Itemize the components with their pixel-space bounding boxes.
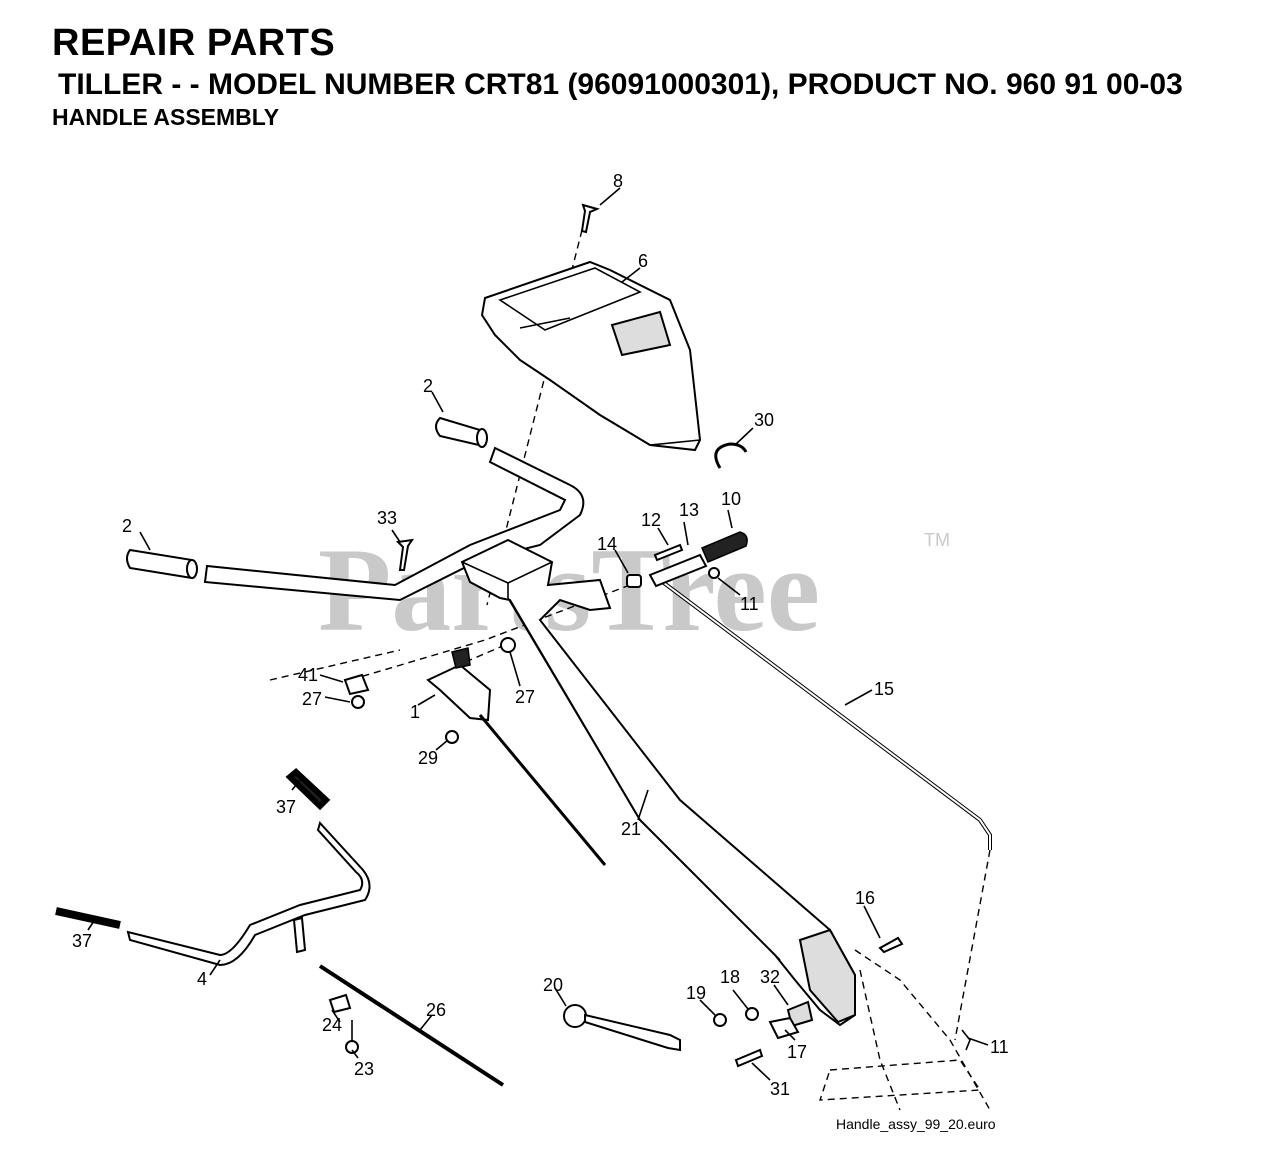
- callout-37-lower: 37: [72, 931, 92, 951]
- callout-24: 24: [322, 1015, 342, 1035]
- callout-11-lower: 11: [990, 1037, 1009, 1057]
- callout-18: 18: [720, 967, 740, 987]
- part-10-knob: [701, 531, 748, 563]
- part-2-handle-grip-upper: [435, 416, 488, 448]
- part-4-bail: [126, 821, 371, 967]
- callout-2-upper: 2: [423, 376, 433, 396]
- callout-26: 26: [426, 1000, 446, 1020]
- callout-16: 16: [855, 888, 875, 908]
- part-1-control-rod: [478, 714, 607, 866]
- part-20-lever: [563, 1004, 681, 1052]
- part-12-screw: [653, 543, 684, 562]
- callout-12: 12: [641, 510, 661, 530]
- part-16-bolt: [878, 936, 904, 954]
- callout-6: 6: [638, 251, 648, 271]
- callout-17: 17: [787, 1042, 807, 1062]
- callout-1: 1: [410, 702, 420, 722]
- part-1-bracket: [426, 647, 492, 722]
- part-30-clip: [714, 442, 748, 469]
- callout-13: 13: [679, 500, 699, 520]
- part-23-bolt: [345, 1020, 359, 1054]
- model-subtitle: TILLER - - MODEL NUMBER CRT81 (960910003…: [58, 68, 1183, 101]
- callout-19: 19: [686, 983, 706, 1003]
- part-11-hairpin-upper: [708, 567, 720, 579]
- callout-27-right: 27: [515, 687, 535, 707]
- callout-10: 10: [721, 489, 741, 509]
- page-title: REPAIR PARTS: [52, 22, 336, 64]
- part-26-cable: [318, 964, 505, 1087]
- callout-labels: 8 6 2 30 33 2 12 13 10 14 11 41 27 27 1 …: [72, 171, 1009, 1099]
- callout-29: 29: [418, 748, 438, 768]
- part-17-cover: [768, 1016, 800, 1040]
- callout-27-left: 27: [302, 689, 322, 709]
- part-33-bolt: [395, 538, 415, 571]
- part-6-control-panel: [480, 260, 702, 452]
- part-13-shift-lever: [648, 553, 708, 588]
- part-18-nut: [745, 1007, 759, 1021]
- part-24-clip: [328, 993, 352, 1014]
- part-11-hairpin-lower: [961, 1029, 971, 1051]
- handlebar: [203, 446, 585, 602]
- callout-21: 21: [621, 819, 641, 839]
- callout-11-upper: 11: [740, 594, 759, 614]
- part-27-nut-left: [351, 695, 365, 709]
- callout-2-lower: 2: [122, 516, 132, 536]
- callout-20: 20: [543, 975, 563, 995]
- part-27-nut-right: [500, 637, 516, 653]
- callout-15: 15: [874, 679, 894, 699]
- callout-33: 33: [377, 508, 397, 528]
- watermark-trademark: TM: [924, 530, 950, 550]
- callout-30: 30: [754, 410, 774, 430]
- callout-8: 8: [613, 171, 623, 191]
- part-8-screw: [580, 203, 600, 234]
- callout-37-upper: 37: [276, 797, 296, 817]
- part-2-handle-grip-lower: [126, 548, 198, 580]
- part-19-washer: [713, 1013, 727, 1027]
- diagram-filename: Handle_assy_99_20.euro: [836, 1116, 996, 1132]
- assembly-name: HANDLE ASSEMBLY: [52, 104, 280, 130]
- leader-lines: [87, 187, 989, 1081]
- callout-41: 41: [298, 665, 318, 685]
- part-31-bolt: [734, 1048, 764, 1068]
- tiller-frame-outline: [819, 949, 991, 1111]
- callout-31: 31: [770, 1079, 790, 1099]
- part-37-grip-lower: [55, 907, 121, 929]
- callout-32: 32: [760, 967, 780, 987]
- part-29-nut: [445, 730, 459, 744]
- part-41-clamp: [343, 673, 370, 696]
- callout-23: 23: [354, 1059, 374, 1079]
- part-14-spacer: [626, 574, 642, 588]
- part-21-handle-tube: [460, 538, 856, 1027]
- callout-14: 14: [597, 534, 617, 554]
- callout-4: 4: [197, 969, 207, 989]
